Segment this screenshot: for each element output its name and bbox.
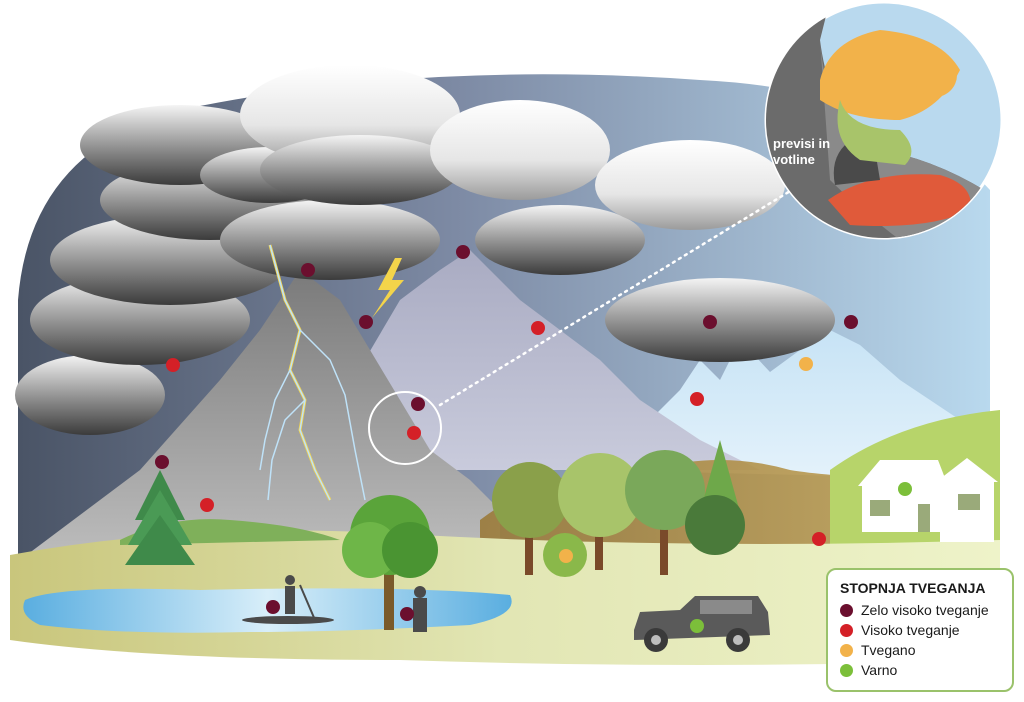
risk-dot-high — [531, 321, 545, 335]
legend-swatch-safe — [840, 663, 853, 677]
legend-label: Zelo visoko tveganje — [861, 602, 989, 618]
overhang-highlight — [368, 391, 442, 465]
risk-dot-very-high — [400, 607, 414, 621]
callout-label: previsi in votline — [773, 136, 831, 167]
legend-label: Varno — [861, 662, 898, 678]
legend-swatch-high — [840, 623, 853, 637]
risk-dot-very-high — [359, 315, 373, 329]
deciduous-tree — [342, 495, 438, 630]
mountain-peak-main — [20, 270, 500, 560]
callout-connector — [438, 183, 802, 407]
legend-item-safe: Varno — [840, 660, 1002, 680]
forest — [492, 440, 745, 577]
legend-label: Tvegano — [861, 642, 916, 658]
legend-item-very-high: Zelo visoko tveganje — [840, 600, 1002, 620]
risk-dot-safe — [690, 619, 704, 633]
risk-dot-very-high — [411, 397, 425, 411]
callout-crouching-person — [764, 0, 1004, 240]
risk-dot-very-high — [266, 600, 280, 614]
risk-dot-high — [407, 426, 421, 440]
legend-swatch-very-high — [840, 603, 853, 617]
risk-dot-very-high — [301, 263, 315, 277]
lightning-small-icon — [372, 258, 404, 318]
legend-swatch-risky — [840, 643, 853, 657]
mountain-center — [300, 250, 760, 470]
risk-dot-high — [166, 358, 180, 372]
spruce-tree — [125, 470, 195, 565]
legend-title: STOPNJA TVEGANJA — [840, 580, 986, 596]
risk-dot-very-high — [703, 315, 717, 329]
risk-dot-high — [690, 392, 704, 406]
risk-dot-risky — [799, 357, 813, 371]
risk-dot-very-high — [155, 455, 169, 469]
legend-item-risky: Tvegano — [840, 640, 1002, 660]
legend-label: Visoko tveganje — [861, 622, 960, 638]
risk-dot-very-high — [456, 245, 470, 259]
photographer — [413, 586, 427, 632]
legend-item-high: Visoko tveganje — [840, 620, 1002, 640]
risk-dot-risky — [559, 549, 573, 563]
clouds-center — [430, 100, 835, 362]
house — [858, 458, 998, 542]
car — [634, 596, 770, 652]
risk-dot-very-high — [844, 315, 858, 329]
risk-dot-high — [812, 532, 826, 546]
risk-dot-high — [200, 498, 214, 512]
risk-legend: STOPNJA TVEGANJA Zelo visoko tveganje Vi… — [826, 568, 1014, 692]
lightning-bolt — [259, 244, 366, 501]
risk-markers — [155, 245, 912, 633]
paddleboarder — [242, 575, 334, 624]
risk-dot-safe — [898, 482, 912, 496]
